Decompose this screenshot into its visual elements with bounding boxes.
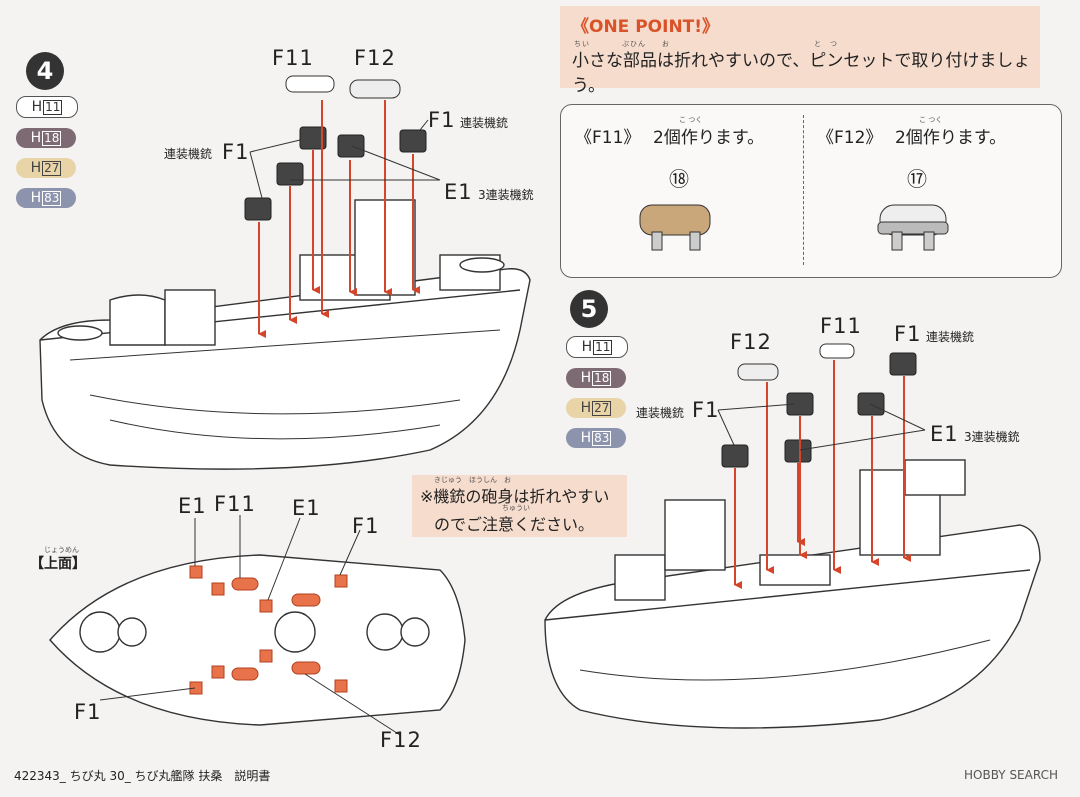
gun-f1 [244, 197, 272, 221]
top-view-title: 【上面】 [30, 556, 86, 572]
label-f12: F12 [354, 46, 396, 70]
boat-f12 [349, 79, 401, 99]
f11-panel-ruby: こ つく [679, 116, 703, 124]
part-f1 [334, 679, 348, 693]
f11-part-number: ⑱ [669, 167, 689, 191]
part-f11 [231, 667, 259, 681]
label-e1: E1 [444, 180, 473, 204]
gun-f1 [721, 444, 749, 468]
detail-f11-boat [639, 204, 711, 251]
one-point-title: 《ONE POINT!》 [572, 17, 720, 37]
label-triple-mg: 3連装機銃 [478, 188, 534, 202]
boat-f12 [737, 363, 779, 381]
f12-panel-ruby: こ つく [919, 116, 943, 124]
part-f12 [291, 661, 321, 675]
label-f1: F1 [352, 514, 380, 538]
label-e1: E1 [930, 422, 959, 446]
boat-f11 [285, 75, 335, 93]
label-e1: E1 [178, 494, 207, 518]
detail-f12-boat [877, 204, 949, 251]
step-4-guns [244, 126, 427, 221]
label-f11: F11 [272, 46, 314, 70]
label-f11: F11 [214, 492, 256, 516]
label-f1: F1 [894, 322, 922, 346]
gun-f1 [399, 129, 427, 153]
caution-note: きじゅう ほうしん お ※機銃の砲身は折れやすい ちゅうい のでご注意ください。 [412, 475, 627, 537]
part-e1 [211, 582, 225, 596]
step-5-arrows [734, 360, 911, 589]
f12-panel-text: 2個作ります。 [895, 128, 1007, 148]
f11-panel-text: 2個作ります。 [653, 128, 765, 148]
gun-f1 [786, 392, 814, 416]
note-line-2: のでご注意ください。 [434, 515, 595, 534]
gun-e1 [276, 162, 304, 186]
one-point-text: 小さな部品は折れやすいので、ピンセットで取り付けましょう。 [572, 51, 1031, 96]
step-5-boats [737, 343, 855, 381]
top-view-ship [49, 554, 466, 726]
part-e1 [259, 649, 273, 663]
footer-text: 422343_ ちび丸 30_ ちび丸艦隊 扶桑 説明書 [14, 769, 271, 783]
label-twin-mg: 連装機銃 [460, 116, 509, 130]
label-f1: F1 [692, 398, 720, 422]
part-f12 [291, 593, 321, 607]
f12-part-number: ⑰ [907, 167, 927, 191]
step-4-arrows [258, 100, 420, 338]
part-e1 [211, 665, 225, 679]
label-f1: F1 [428, 108, 456, 132]
one-point-box: 《ONE POINT!》 ちい ぶひん お と つ 小さな部品は折れやすいので、… [560, 6, 1040, 96]
label-f12: F12 [380, 728, 422, 752]
panel-divider [803, 115, 804, 265]
label-twin-mg: 連装機銃 [926, 330, 975, 344]
watermark: HOBBY SEARCH [964, 768, 1058, 782]
gun-e1 [784, 439, 812, 463]
top-view-leaders [99, 515, 401, 736]
step-4-ship [39, 199, 531, 470]
boat-f11 [819, 343, 855, 359]
label-twin-mg: 連装機銃 [164, 147, 213, 161]
note-ruby-1: きじゅう ほうしん お [434, 476, 511, 484]
note-line-1: ※機銃の砲身は折れやすい [420, 487, 610, 506]
label-triple-mg: 3連装機銃 [964, 430, 1020, 444]
step-4-leaders [249, 119, 441, 199]
step-4-boats [285, 75, 401, 99]
gun-f1 [299, 126, 327, 150]
label-twin-mg: 連装機銃 [636, 406, 685, 420]
part-f1 [189, 681, 203, 695]
subassembly-panel: 《F11》 こ つく 2個作ります。 ⑱ 《F12》 こ つく 2個作ります。 … [560, 104, 1062, 278]
note-ruby-2: ちゅうい [502, 504, 530, 512]
step-4-badge: 4 [26, 52, 64, 90]
part-f11 [231, 577, 259, 591]
gun-e1 [337, 134, 365, 158]
f11-panel-title: 《F11》 [575, 128, 641, 148]
label-e1: E1 [292, 496, 321, 520]
one-point-ruby: ちい ぶひん お と つ [574, 40, 838, 48]
step-5-badge: 5 [570, 290, 608, 328]
part-f1 [334, 574, 348, 588]
top-view-ruby: じょうめん [44, 546, 79, 554]
label-f1: F1 [74, 700, 102, 724]
gun-f1 [889, 352, 917, 376]
f12-panel-title: 《F12》 [817, 128, 883, 148]
step-5-leaders [717, 403, 926, 451]
label-f1: F1 [222, 140, 250, 164]
part-e1 [259, 599, 273, 613]
top-view-parts [189, 565, 348, 695]
part-e1 [189, 565, 203, 579]
label-f11: F11 [820, 314, 862, 338]
step-5-ship [544, 459, 1041, 729]
label-f12: F12 [730, 330, 772, 354]
